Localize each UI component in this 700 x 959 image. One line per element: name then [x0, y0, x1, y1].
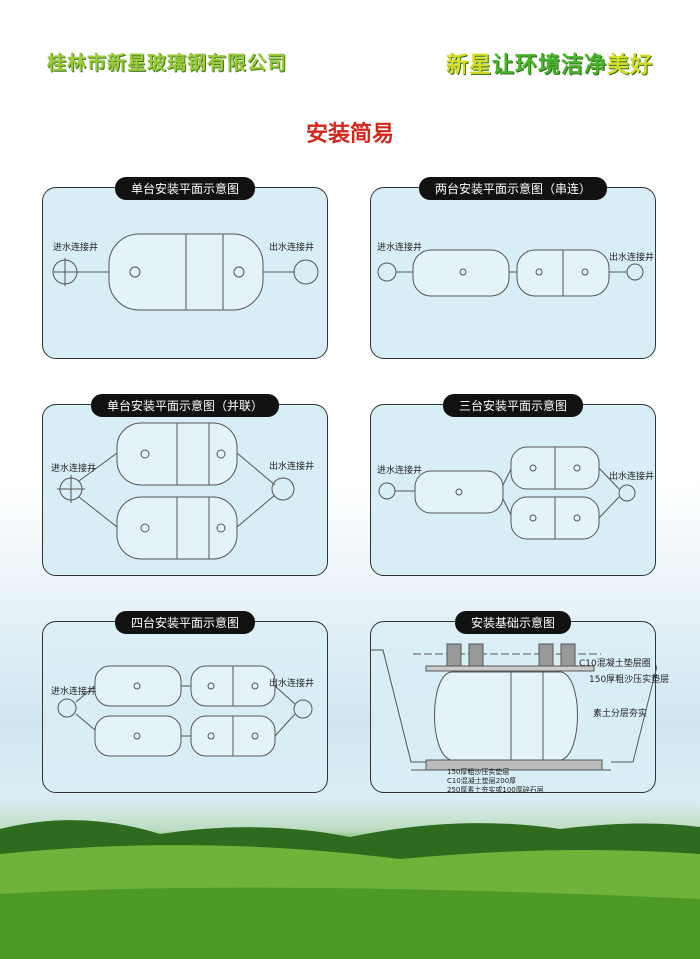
inlet-label: 进水连接井	[51, 464, 97, 474]
outlet-label: 出水连接井	[609, 253, 655, 263]
parallel-tank-diagram	[57, 422, 295, 560]
single-tank-diagram	[52, 233, 319, 311]
panel-series: 两台安装平面示意图（串连） 进水连接井 出水连接井	[370, 177, 656, 359]
panel-title: 两台安装平面示意图（串连）	[418, 177, 608, 200]
inlet-label: 进水连接井	[377, 466, 423, 476]
foundation-label: C10混凝土垫层200厚	[447, 777, 517, 785]
foundation-label: 250厚素土夯实或100厚碎石层	[447, 786, 544, 794]
inlet-label: 进水连接井	[53, 243, 99, 253]
foundation-label: 素土分层夯实	[593, 709, 648, 719]
grass-landscape-background	[0, 820, 700, 959]
panel-title: 三台安装平面示意图	[442, 394, 584, 417]
page-title: 安装简易	[305, 122, 394, 147]
series-tank-diagram	[377, 249, 644, 297]
inlet-label: 进水连接井	[51, 687, 97, 697]
panel-title: 单台安装平面示意图（并联）	[90, 394, 280, 417]
slogan: 新星让环境洁净美好	[446, 47, 653, 79]
outlet-label: 出水连接井	[269, 243, 315, 253]
foundation-label: C10混凝土垫层圈	[579, 659, 651, 669]
slogan-part: 让环境洁净	[492, 53, 608, 78]
foundation-label: 150厚粗沙压实垫层	[447, 768, 510, 776]
foundation-label: 150厚粗沙压实垫层	[589, 675, 670, 685]
outlet-label: 出水连接井	[269, 462, 315, 472]
panel-foundation: 安装基础示意图 C10混凝土垫层圈 150厚粗沙压实垫层 素土分层夯实 150厚…	[370, 611, 669, 794]
panel-triple: 三台安装平面示意图 进水连接井 出水连接井	[370, 394, 656, 576]
foundation-diagram	[371, 643, 657, 771]
panel-title: 单台安装平面示意图	[114, 177, 256, 200]
slogan-part: 美好	[607, 53, 654, 78]
panel-title: 安装基础示意图	[454, 611, 572, 634]
outlet-label: 出水连接井	[269, 679, 315, 689]
triple-tank-diagram	[378, 446, 636, 540]
panel-single: 单台安装平面示意图 进水连接井 出水连接井	[42, 177, 328, 359]
panel-parallel: 单台安装平面示意图（并联） 进水连接井 出水连接井	[42, 394, 328, 576]
panel-quad: 四台安装平面示意图 进水连接井 出水连接井	[42, 611, 328, 793]
outlet-label: 出水连接井	[609, 472, 655, 482]
slogan-part: 新星	[446, 53, 493, 78]
inlet-label: 进水连接井	[377, 243, 423, 253]
company-name: 桂林市新星玻璃钢有限公司	[47, 52, 288, 74]
quad-tank-diagram	[57, 665, 313, 757]
panel-title: 四台安装平面示意图	[114, 611, 256, 634]
